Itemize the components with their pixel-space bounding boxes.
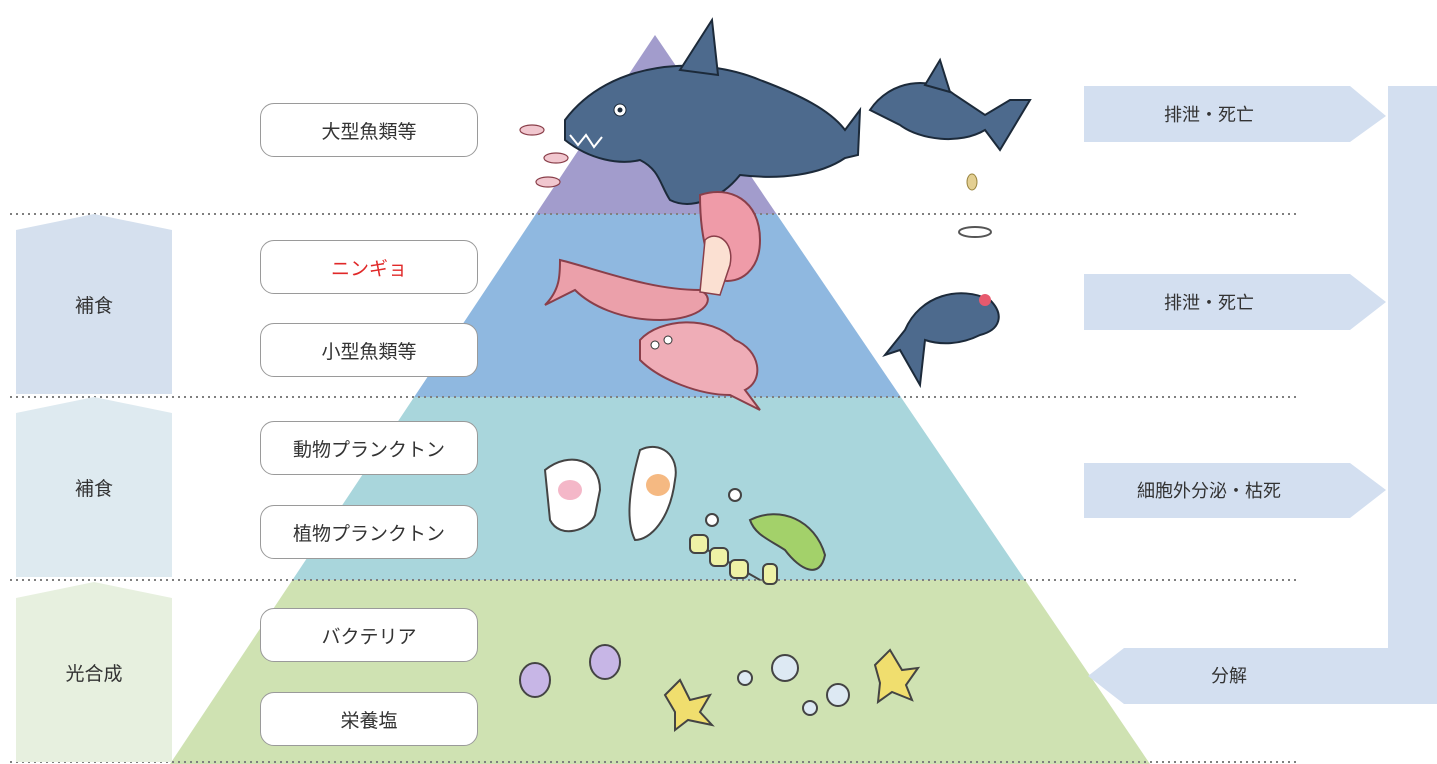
bacteria-illustration <box>519 644 921 733</box>
output-label-top: 排泄・死亡 <box>1164 105 1254 126</box>
output-label-decomposition: 分解 <box>1211 666 1247 687</box>
green-algae <box>748 513 827 571</box>
bubble <box>826 683 850 707</box>
shark-body <box>564 64 862 205</box>
shark-fin <box>678 17 720 77</box>
halo <box>958 226 992 238</box>
tiny-fish <box>535 176 561 188</box>
process-label-predation-upper: 補食 <box>74 294 113 317</box>
diatom-cell <box>762 563 778 585</box>
arrow-out-plankton <box>1084 463 1386 518</box>
diatom-cell <box>729 559 749 579</box>
shark-illustration <box>564 17 862 205</box>
tiny-fish <box>543 152 569 164</box>
level-label-phytoplankton: 植物プランクトン <box>260 505 478 559</box>
level-label-ningyo: ニンギョ <box>260 240 478 294</box>
bubble <box>802 700 818 716</box>
phytoplankton-illustration <box>689 488 827 585</box>
bacterium-star <box>873 648 921 705</box>
zooplankton-illustration <box>543 445 677 542</box>
mermaid-illustration <box>544 191 762 322</box>
return-flow-arrow <box>1388 86 1437 704</box>
shark-body <box>882 292 1000 389</box>
tiny-fish <box>519 124 545 136</box>
tier-dividers <box>10 213 1300 763</box>
small-fish-illustration <box>639 321 761 411</box>
shark-pupil <box>617 107 623 113</box>
level-label-small-fish: 小型魚類等 <box>260 323 478 377</box>
level-label-nutrients: 栄養塩 <box>260 692 478 746</box>
mermaid-torso <box>699 235 732 296</box>
output-label-middle: 排泄・死亡 <box>1164 293 1254 314</box>
bacterium <box>589 644 621 680</box>
arrow-out-top <box>1084 86 1386 142</box>
photosynthesis-arrow <box>16 582 172 762</box>
bacterium <box>519 662 551 698</box>
predation-arrow-upper <box>16 214 172 394</box>
level-label-large-fish: 大型魚類等 <box>260 103 478 157</box>
fish-body <box>639 321 761 411</box>
bubble <box>728 488 742 502</box>
dead-shark-illustration <box>882 226 1000 389</box>
shark-cheek <box>979 294 991 306</box>
predation-arrow-lower <box>16 397 172 577</box>
feces <box>966 173 978 191</box>
process-label-photosynthesis: 光合成 <box>65 662 123 685</box>
bubble <box>771 654 799 682</box>
cheek <box>646 474 670 496</box>
arrow-out-middle <box>1084 274 1386 330</box>
bacterium-star <box>663 678 715 733</box>
small-shark-top <box>868 57 1032 191</box>
tiny-fish-group <box>519 124 569 188</box>
cheek <box>558 480 582 500</box>
mermaid-tail <box>544 258 709 322</box>
diatom-cell <box>709 547 729 567</box>
bubble <box>737 670 753 686</box>
diatom-cell <box>689 534 709 554</box>
bubble <box>705 513 719 527</box>
output-label-plankton: 細胞外分泌・枯死 <box>1137 481 1281 502</box>
shark-teeth <box>569 133 603 149</box>
process-label-predation-lower: 補食 <box>74 477 113 500</box>
fish-eye <box>663 335 673 345</box>
shark-fin <box>923 57 952 94</box>
shark-body <box>868 82 1032 152</box>
level-label-zooplankton: 動物プランクトン <box>260 421 478 475</box>
level-label-bacteria: バクテリア <box>260 608 478 662</box>
fish-eye <box>650 340 660 350</box>
decomposition-arrow <box>1088 648 1437 704</box>
